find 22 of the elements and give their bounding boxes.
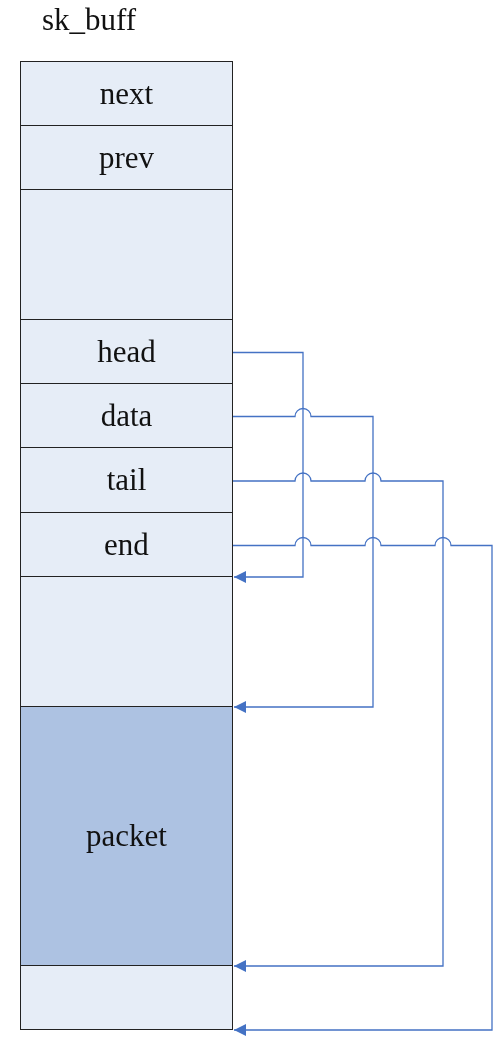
- arrow: [232, 472, 444, 972]
- field-name: prev: [98, 139, 155, 176]
- field-box: [20, 319, 233, 384]
- field-name: head: [97, 333, 156, 370]
- field-name: next: [99, 75, 154, 112]
- memory-block: [20, 965, 233, 1030]
- arrow: [232, 407, 374, 713]
- field-box: [20, 383, 233, 448]
- field-box: [20, 512, 233, 577]
- arrow: [232, 351, 304, 583]
- field-name: end: [104, 526, 149, 563]
- field-box: [20, 125, 233, 190]
- memory-block: [20, 189, 233, 320]
- memory-block: [20, 576, 233, 707]
- field-name: packet: [86, 818, 167, 854]
- arrow: [232, 536, 493, 1036]
- field-name: tail: [106, 462, 147, 498]
- field-name: data: [100, 397, 153, 434]
- field-box: [20, 447, 233, 513]
- field-box: [20, 61, 233, 126]
- field-box: [20, 706, 233, 966]
- diagram-title: sk_buff: [42, 2, 137, 38]
